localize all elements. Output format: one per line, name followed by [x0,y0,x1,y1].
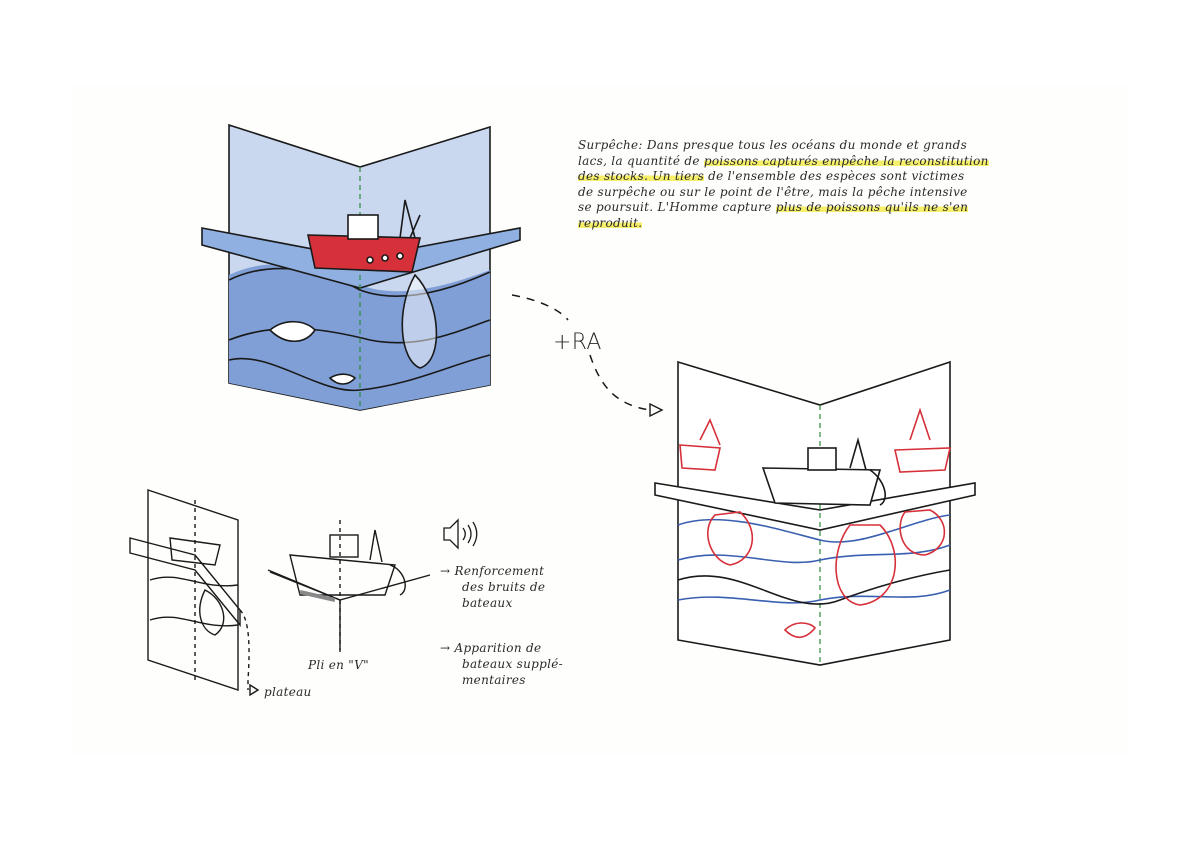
v-fold-sketch [129,489,260,697]
arrow-bullet: → [440,564,451,578]
paragraph-line: reproduit. [578,215,1048,232]
note-line: bateaux [462,596,513,610]
paragraph-line: des stocks. Un tiers de l'ensemble des e… [578,169,1048,185]
arrow-bullet: → [440,641,451,655]
highlighted-text: des stocks. Un tiers [578,169,705,183]
paragraph-line: lacs, la quantité de poissons capturés e… [578,153,1048,170]
ar-popup-card [654,360,976,666]
paragraph-line: de surpêche ou sur le point de l'être, m… [578,185,1048,201]
overfishing-paragraph: Surpêche: Dans presque tous les océans d… [578,138,1048,231]
paragraph-line: se poursuit. L'Homme capture plus de poi… [578,200,1048,216]
speaker-icon [443,518,478,550]
note-line: bateaux supplé- [462,657,563,671]
dashed-arrow [511,294,651,411]
note-line: des bruits de [462,580,546,594]
note-sound-reinforcement: → Renforcement des bruits de bateaux [440,563,545,611]
plateau-label: plateau [264,685,312,699]
paragraph-line: Surpêche: Dans presque tous les océans d… [578,138,1048,154]
ar-label: +RA [553,330,602,355]
highlighted-text: plus de poissons qu'ils ne s'en [775,200,969,214]
text: de l'ensemble des espèces sont victimes [704,169,965,183]
text: se poursuit. L'Homme capture [578,200,776,214]
note-extra-boats: → Apparition de bateaux supplé- mentaire… [440,640,563,688]
text: de surpêche ou sur le point de l'être, m… [578,184,968,199]
highlighted-text: poissons capturés empêche la reconstitut… [703,153,989,168]
fold-label: Pli en "V" [308,658,369,672]
text: Surpêche: Dans presque tous les océans d… [578,138,968,152]
colored-popup-card [201,123,521,411]
boat-fold-sketch [267,520,431,652]
note-line: mentaires [462,673,526,687]
note-line: Apparition de [454,641,542,655]
highlighted-text: reproduit. [578,215,643,230]
note-line: Renforcement [454,564,545,578]
arrow-head [649,402,664,418]
text: lacs, la quantité de [578,153,704,168]
